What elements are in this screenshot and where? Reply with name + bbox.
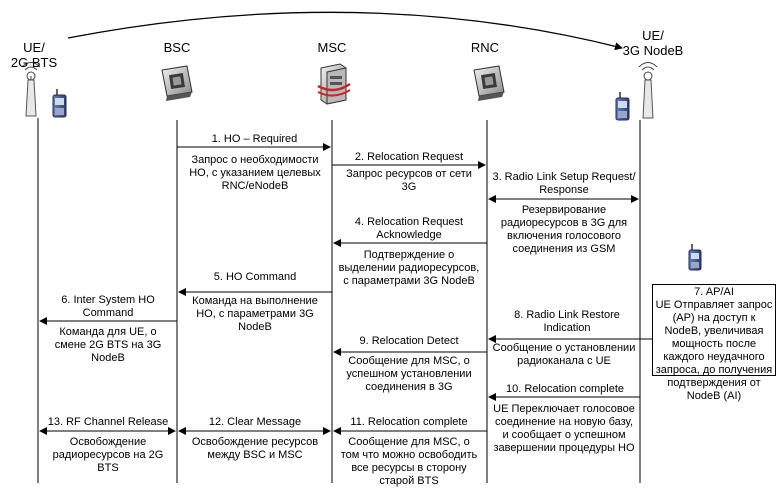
message-9-desc: Сообщение для MSC, о успешном установлен… xyxy=(334,355,484,394)
desc-line: BTS xyxy=(97,462,119,474)
message-3-desc: Резервирование радиоресурсов в 3G для вк… xyxy=(490,204,638,256)
mobile-phone-icon xyxy=(688,244,702,271)
bsc-device-icon xyxy=(161,65,193,101)
desc-line: и сообщает о успешном xyxy=(502,429,626,441)
desc-line: HO, с указанием целевых xyxy=(189,167,321,179)
desc-line: Сообщение для MSC, о xyxy=(348,436,470,448)
desc-line: NodeB xyxy=(238,321,272,333)
message-3-label: 3. Radio Link Setup Request/ Response xyxy=(490,171,638,197)
entity-rnc-line1: RNC xyxy=(470,40,500,55)
entity-ue2g-line1: UE/ xyxy=(23,40,45,55)
message-11-label: 11. Relocation complete xyxy=(350,416,468,428)
message-1-desc: Запрос о необходимости HO, с указанием ц… xyxy=(180,154,330,193)
msc-server-icon xyxy=(317,63,351,105)
label-line: 6. Inter System HO xyxy=(61,294,155,306)
message-8-label: 8. Radio Link Restore Indication xyxy=(492,309,642,335)
desc-line: RNC/eNodeB xyxy=(221,180,289,192)
entity-ue2g-line2: 2G BTS xyxy=(10,55,58,70)
desc-line: выделении радиоресурсов, xyxy=(338,262,480,274)
desc-line: Команда для UE, о xyxy=(59,326,157,338)
label-line: Acknowledge xyxy=(376,229,442,241)
desc-line: HO, с параметрами 3G xyxy=(196,308,314,320)
message-6-desc: Команда для UE, о смене 2G BTS на 3G Nod… xyxy=(40,326,176,365)
message-11-desc: Сообщение для MSC, о том что можно освоб… xyxy=(334,436,484,488)
message-9-label: 9. Relocation Detect xyxy=(359,335,459,347)
desc-line: все ресурсы в сторону xyxy=(351,462,467,474)
desc-line: Освобождение xyxy=(69,436,147,448)
handover-arc xyxy=(67,11,623,51)
entity-ue3g-line1: UE/ xyxy=(642,28,664,43)
entity-ue3g-label: UE/ 3G NodeB xyxy=(612,28,694,58)
desc-line: UE Переключает голосовое xyxy=(493,403,635,415)
message-8-desc: Сообщение о установлении радиоканала с U… xyxy=(489,342,639,368)
bts-tower-icon xyxy=(21,62,41,117)
desc-line: NodeB xyxy=(91,352,125,364)
message-2-label: 2. Relocation Request xyxy=(354,151,464,163)
desc-line: радиоресурсов в 3G для xyxy=(500,217,628,229)
desc-line: старой BTS xyxy=(379,475,439,487)
message-1-label: 1. HO – Required xyxy=(211,133,298,145)
mobile-phone-icon xyxy=(615,92,630,121)
desc-line: 3G xyxy=(401,181,417,193)
desc-line: смене 2G BTS на 3G xyxy=(54,339,162,351)
rnc-device-icon xyxy=(473,65,505,101)
message-10-label: 10. Relocation complete xyxy=(505,383,624,395)
label-line: 3. Radio Link Setup Request/ xyxy=(492,171,636,183)
message-12-label: 12. Clear Message xyxy=(208,416,302,428)
label-line: Indication xyxy=(543,322,591,334)
entity-ue2g-label: UE/ 2G BTS xyxy=(4,40,64,70)
desc-line: Команда на выполнение xyxy=(192,295,318,307)
message-arrows xyxy=(39,143,652,435)
note-7-title: 7. AP/AI xyxy=(694,286,734,298)
desc-line: соединения в 3G xyxy=(365,381,453,393)
desc-line: Освобождение ресурсов xyxy=(191,436,319,448)
message-2-desc: Запрос ресурсов от сети 3G xyxy=(336,168,482,194)
entity-msc-label: MSC xyxy=(305,40,359,55)
message-5-label: 5. HO Command xyxy=(213,271,297,283)
desc-line: Запрос о необходимости xyxy=(191,154,319,166)
entity-rnc-label: RNC xyxy=(458,40,512,55)
desc-line: между BSC и MSC xyxy=(207,449,303,461)
label-line: 4. Relocation Request xyxy=(354,216,464,228)
entity-bsc-line1: BSC xyxy=(163,40,191,55)
desc-line: том что можно освободить xyxy=(340,449,478,461)
desc-line: Резервирование xyxy=(521,204,607,216)
message-4-desc: Подтверждение о выделении радиоресурсов,… xyxy=(334,249,484,288)
label-line: 8. Radio Link Restore xyxy=(514,309,620,321)
desc-line: радиоресурсов на 2G xyxy=(52,449,164,461)
desc-line: Подтверждение о xyxy=(363,249,455,261)
desc-line: соединение на новую базу, xyxy=(494,416,634,428)
label-line: Response xyxy=(539,184,589,196)
label-line: Command xyxy=(82,307,134,319)
entity-bsc-label: BSC xyxy=(150,40,204,55)
message-6-label: 6. Inter System HO Command xyxy=(42,294,174,320)
desc-line: радиоканала с UE xyxy=(517,355,611,367)
entity-msc-line1: MSC xyxy=(317,40,347,55)
note-7-text: UE Отправляет запрос (AP) на доступ к No… xyxy=(655,299,773,402)
desc-line: соединения из GSM xyxy=(512,243,616,255)
message-4-label: 4. Relocation Request Acknowledge xyxy=(336,216,482,242)
note-7-box xyxy=(652,284,776,376)
message-13-label: 13. RF Channel Release xyxy=(47,416,169,428)
message-13-desc: Освобождение радиоресурсов на 2G BTS xyxy=(40,436,176,475)
desc-line: успешном установлении xyxy=(346,368,472,380)
message-12-desc: Освобождение ресурсов между BSC и MSC xyxy=(180,436,330,462)
message-5-desc: Команда на выполнение HO, с параметрами … xyxy=(180,295,330,334)
desc-line: включения голосового xyxy=(506,230,622,242)
desc-line: завершении процедуры HO xyxy=(493,442,635,454)
mobile-phone-icon xyxy=(52,89,67,118)
desc-line: Сообщение о установлении xyxy=(492,342,636,354)
entity-ue3g-line2: 3G NodeB xyxy=(622,43,684,58)
desc-line: Запрос ресурсов от сети xyxy=(346,168,472,180)
desc-line: с параметрами 3G NodeB xyxy=(343,275,475,287)
nodeb-tower-icon xyxy=(638,62,658,119)
desc-line: Сообщение для MSC, о xyxy=(348,355,470,367)
message-10-desc: UE Переключает голосовое соединение на н… xyxy=(489,403,639,455)
